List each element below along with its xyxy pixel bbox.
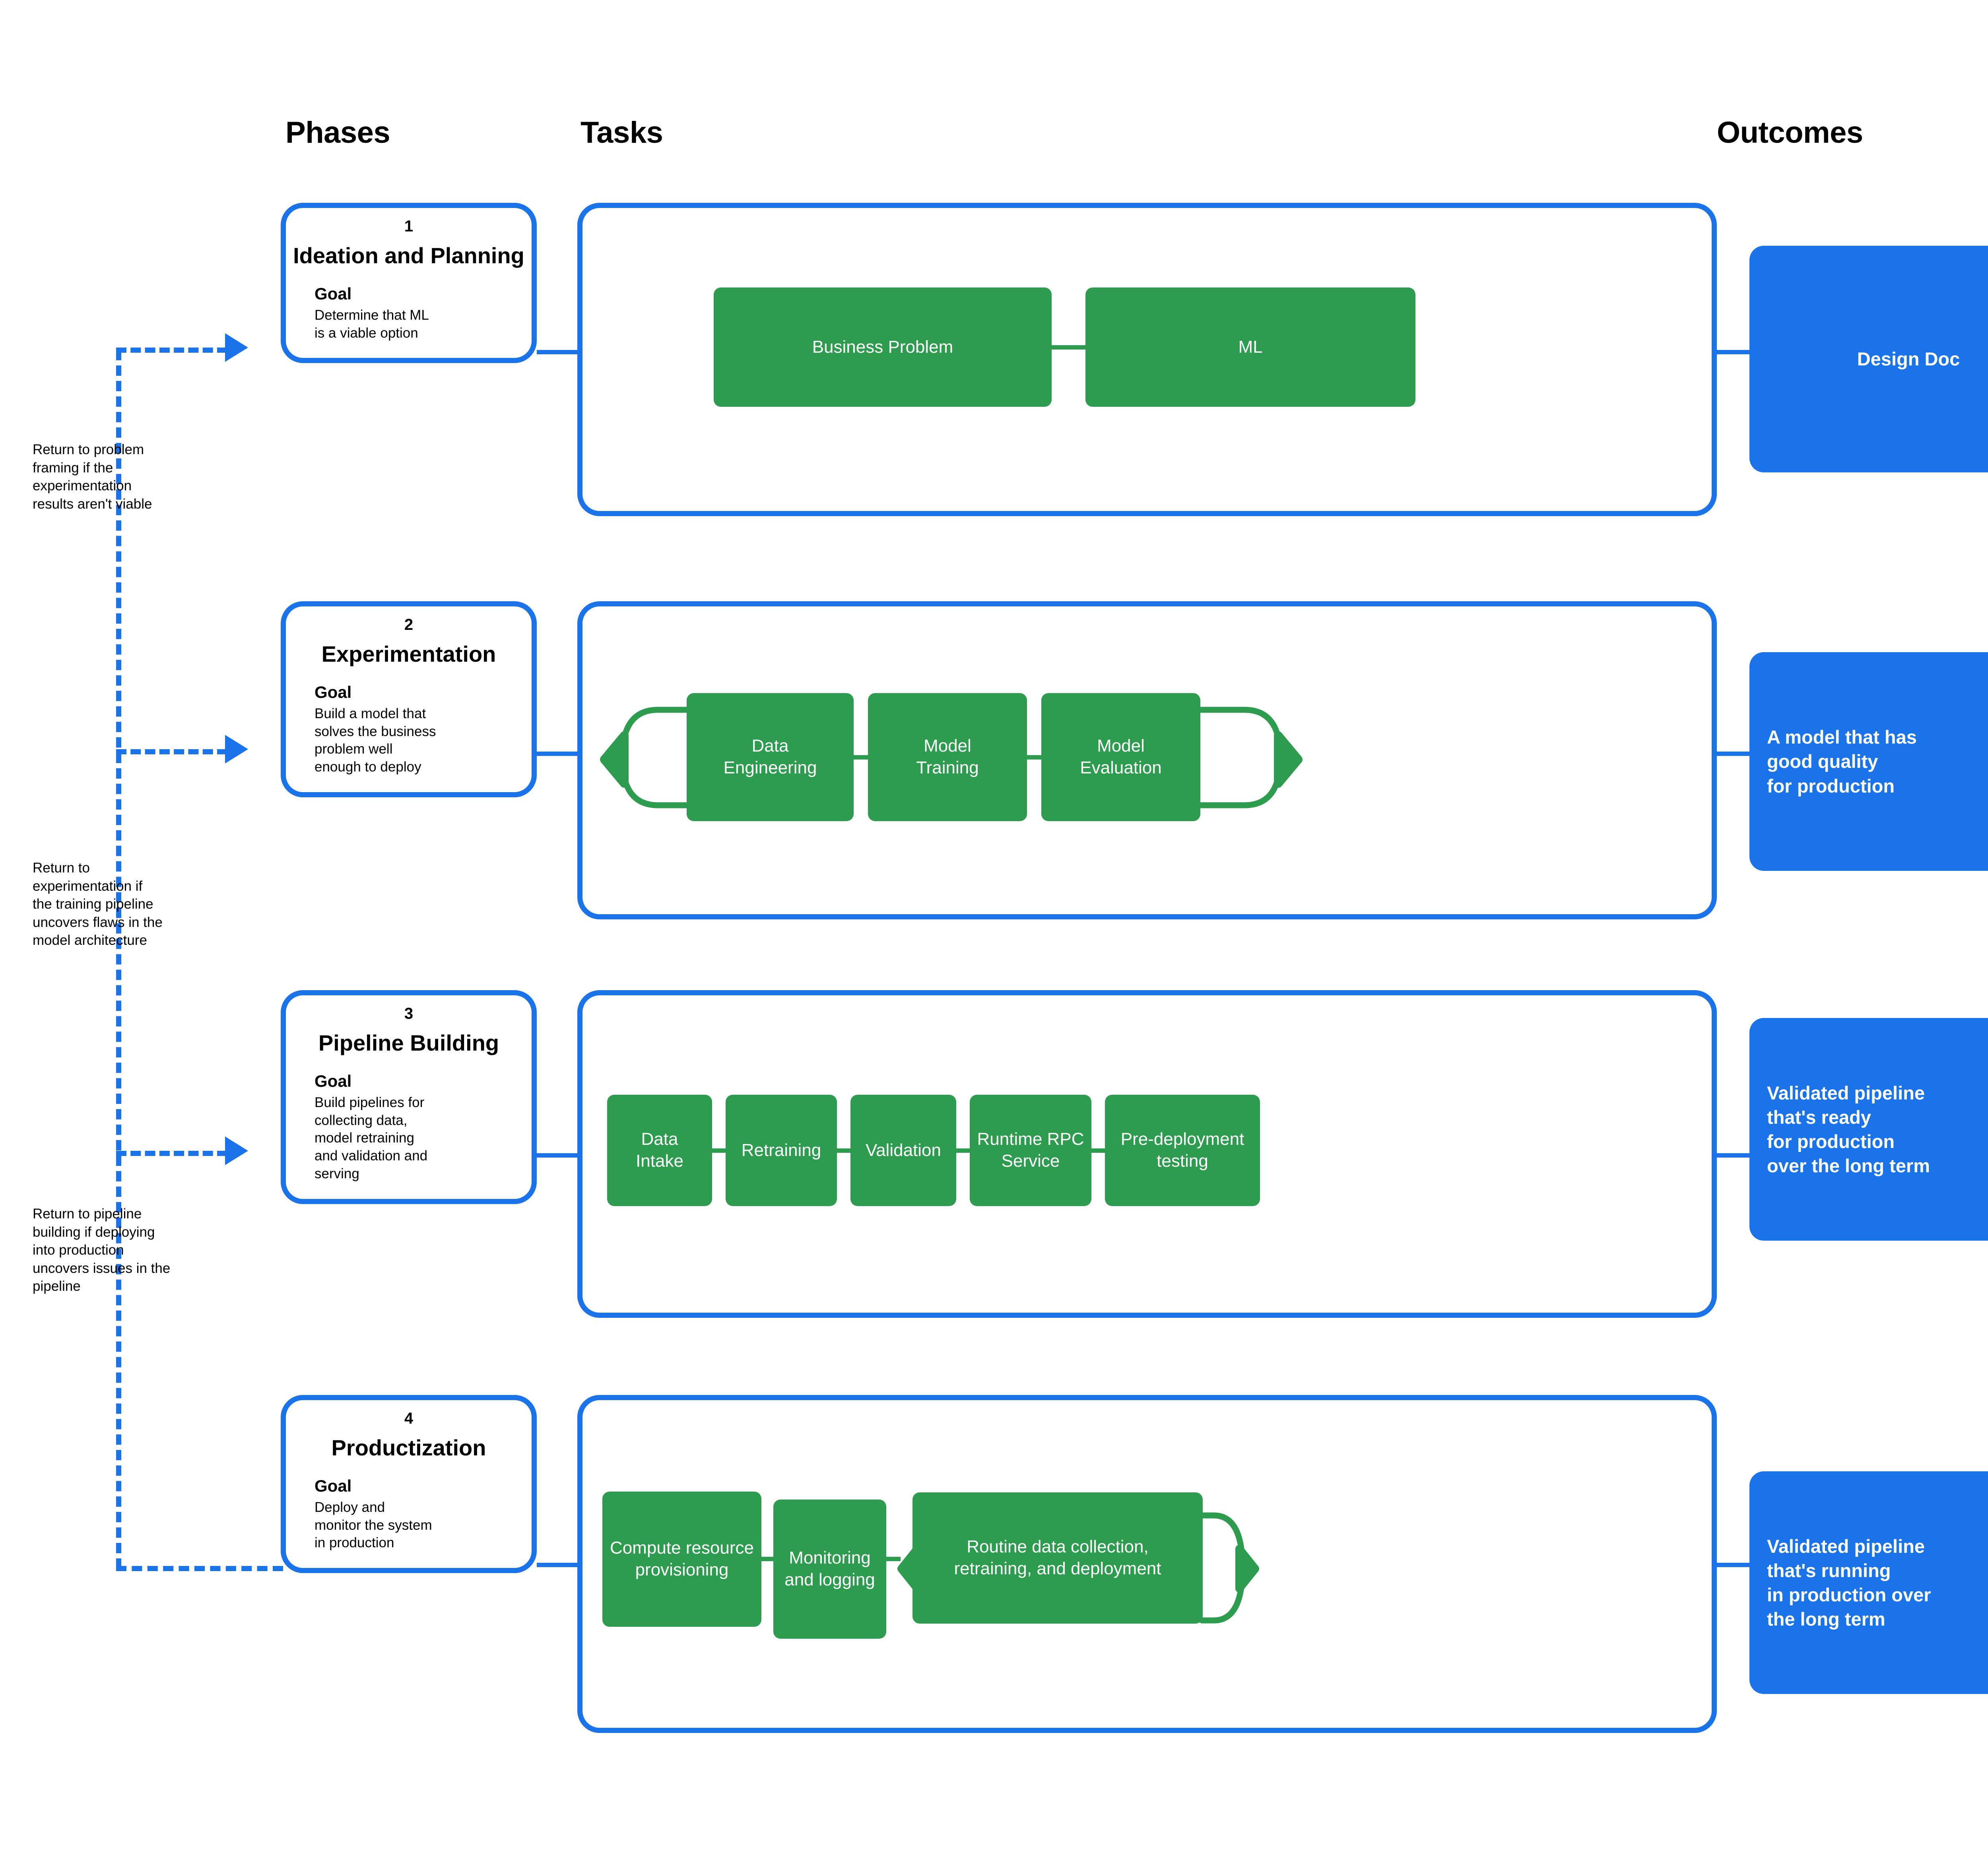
task-box[interactable]: Model Evaluation [1041,693,1200,821]
phase-card-1[interactable]: 1 Ideation and Planning Goal Determine t… [281,203,537,363]
task-connector [956,1148,970,1153]
goal-text: Build a model that solves the business p… [315,705,436,775]
return-branch-phase2 [116,749,227,754]
return-note-3: Return to pipeline building if deploying… [33,1206,171,1294]
phase-number: 4 [404,1410,414,1427]
task-box[interactable]: Runtime RPC Service [970,1095,1091,1206]
phase-title: Ideation and Planning [293,243,524,268]
phase-title: Pipeline Building [318,1030,499,1055]
task-box[interactable]: Validation [850,1095,956,1206]
task-box[interactable]: Business Problem [714,288,1052,407]
task-box[interactable]: Data Intake [607,1095,712,1206]
connector-phase1-tasks1 [537,350,578,354]
phase-title: Experimentation [321,641,496,666]
outcome-box-1[interactable]: Design Doc [1749,246,1988,472]
connector-tasks3-outcome3 [1717,1153,1751,1158]
connector-phase2-tasks2 [537,752,578,756]
task-connector [1027,755,1041,760]
return-note-1: Return to problem framing if the experim… [33,442,152,512]
loop-arrow-left-icon [600,707,705,808]
connector-tasks2-outcome2 [1717,752,1751,756]
return-note-2: Return to experimentation if the trainin… [33,860,163,948]
phase-card-4[interactable]: 4 Productization Goal Deploy and monitor… [281,1395,537,1573]
phase-number: 1 [404,218,414,235]
column-header-tasks: Tasks [580,116,663,150]
task-box[interactable]: Compute resource provisioning [602,1492,761,1627]
return-flow-trunk [116,350,121,1569]
return-branch-phase1 [116,348,227,353]
tasks-panel-2: Data Engineering Model Training Model Ev… [577,601,1717,919]
column-header-outcomes: Outcomes [1717,116,1863,150]
task-box[interactable]: ML [1085,288,1415,407]
goal-label: Goal [315,284,352,303]
connector-phase3-tasks3 [537,1153,578,1158]
connector-phase4-tasks4 [537,1563,578,1567]
task-connector [854,755,868,760]
task-box[interactable]: Retraining [726,1095,837,1206]
return-branch-phase4 [116,1566,283,1571]
phase-number: 2 [404,616,414,633]
task-connector [886,1557,901,1561]
task-box[interactable]: Routine data collection, retraining, and… [912,1492,1203,1624]
outcome-box-4[interactable]: Validated pipeline that's running in pro… [1749,1471,1988,1694]
phase-number: 3 [404,1005,414,1022]
task-connector [712,1148,726,1153]
goal-label: Goal [315,682,352,701]
task-connector [837,1148,850,1153]
task-connector [761,1557,773,1561]
goal-text: Build pipelines for collecting data, mod… [315,1094,428,1181]
loop-arrow-right-icon [1199,1512,1259,1624]
goal-label: Goal [315,1071,352,1090]
tasks-panel-3: Data Intake Retraining Validation Runtim… [577,990,1717,1318]
return-arrow-phase3-icon [225,1136,248,1165]
return-arrow-phase2-icon [225,735,248,763]
return-branch-phase3 [116,1151,227,1156]
phase-goal-block: Goal Determine that ML is a viable optio… [286,284,532,342]
connector-tasks4-outcome4 [1717,1563,1751,1567]
phase-goal-block: Goal Deploy and monitor the system in pr… [286,1476,532,1552]
goal-text: Deploy and monitor the system in product… [315,1499,432,1551]
task-box[interactable]: Pre-deployment testing [1105,1095,1260,1206]
column-header-phases: Phases [285,116,390,150]
task-box[interactable]: Model Training [868,693,1027,821]
goal-text: Determine that ML is a viable option [315,307,429,341]
task-box[interactable]: Monitoring and logging [773,1500,886,1639]
connector-tasks1-outcome1 [1717,350,1751,354]
tasks-panel-1: Business Problem ML [577,203,1717,516]
tasks-panel-4: Compute resource provisioning Monitoring… [577,1395,1717,1733]
return-arrow-phase1-icon [225,333,248,362]
phase-goal-block: Goal Build a model that solves the busin… [286,683,532,776]
phase-card-2[interactable]: 2 Experimentation Goal Build a model tha… [281,601,537,797]
outcome-box-3[interactable]: Validated pipeline that's ready for prod… [1749,1018,1988,1241]
goal-label: Goal [315,1476,352,1495]
loop-arrow-right-icon [1198,707,1303,808]
task-box[interactable]: Data Engineering [687,693,854,821]
phase-card-3[interactable]: 3 Pipeline Building Goal Build pipelines… [281,990,537,1204]
phase-goal-block: Goal Build pipelines for collecting data… [286,1072,532,1183]
task-connector [1091,1148,1105,1153]
task-connector [1052,345,1085,350]
outcome-box-2[interactable]: A model that has good quality for produc… [1749,652,1988,871]
phase-title: Productization [331,1435,486,1460]
